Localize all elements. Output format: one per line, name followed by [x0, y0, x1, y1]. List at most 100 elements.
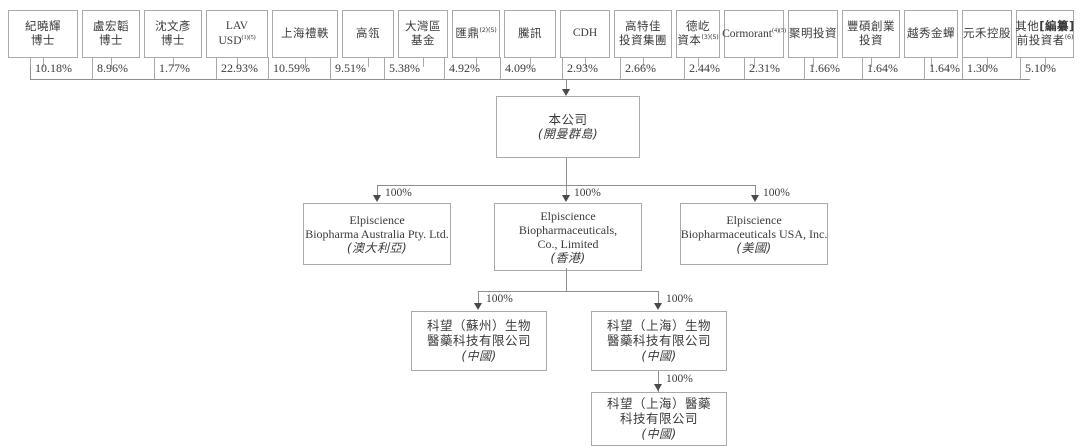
entity-name-line: 醫藥科技有限公司	[606, 332, 711, 348]
shareholder-footnote-marker: (2)(5)	[479, 26, 497, 35]
shareholder-stub-line	[754, 58, 755, 67]
tier2-3-drop-line	[755, 185, 756, 196]
tier4-1-drop-line	[658, 371, 659, 385]
shareholder-box[interactable]: Cormorant(4)(5)	[722, 10, 786, 58]
tier4-1-arrow	[654, 384, 662, 391]
shareholder-box[interactable]: 聚明投資	[788, 10, 838, 58]
shareholder-name-line: 匯鼎(2)(5)	[455, 26, 497, 41]
shareholder-name-line: 大灣區	[405, 19, 441, 34]
shareholder-box[interactable]: 騰訊	[504, 10, 556, 58]
shareholder-name-line: LAV	[225, 20, 249, 33]
shareholder-percentage: 2.66%	[620, 57, 682, 79]
entity-name-line: 醫藥科技有限公司	[426, 332, 531, 348]
shareholder-stub-line	[173, 58, 174, 67]
shareholder-percentage: 10.59%	[268, 57, 326, 79]
shareholder-name-line: 豐碩創業	[847, 19, 895, 34]
shareholder-name-line: USD(1)(5)	[218, 33, 256, 47]
shareholder-percentage: 1.77%	[154, 57, 216, 79]
tier2-1-drop-line	[377, 185, 378, 196]
shareholder-box[interactable]: 元禾控股	[962, 10, 1012, 58]
tier2-3-arrow	[751, 195, 759, 202]
entity-location: (中國)	[641, 426, 677, 441]
shareholder-name-line: 投資集團	[619, 33, 667, 47]
shareholder-name-line: 元禾控股	[963, 26, 1011, 41]
shareholder-box[interactable]: 盧宏韜博士	[82, 10, 140, 58]
shareholder-percentage: 1.64%	[924, 57, 984, 79]
company-arrow	[562, 89, 570, 96]
shareholder-name-line: 盧宏韜	[93, 19, 129, 34]
shareholder-stub-line	[305, 58, 306, 67]
shareholder-footnote-marker: (6)	[1064, 33, 1074, 42]
entity-name-line: 科望（上海）醫藥	[606, 396, 711, 412]
shareholder-name-line: 上海禮軼	[281, 26, 329, 41]
shareholder-stub-line	[987, 58, 988, 67]
entity-box-tier3-1[interactable]: 科望（蘇州）生物醫藥科技有限公司(中國)	[411, 311, 547, 371]
shareholder-percentage: 4.92%	[444, 57, 502, 79]
shareholder-box[interactable]: 紀曉輝博士	[8, 10, 78, 58]
shareholder-name-line: Cormorant(4)(5)	[722, 26, 786, 40]
entity-box-tier3-2[interactable]: 科望（上海）生物醫藥科技有限公司(中國)	[591, 311, 727, 371]
tier2-drop-trunk	[566, 158, 567, 185]
tier2-2-ownership-percentage: 100%	[574, 187, 601, 199]
company-connector	[566, 79, 567, 91]
entity-box-tier4-1[interactable]: 科望（上海）醫藥科技有限公司(中國)	[591, 392, 727, 446]
shareholder-footnote-marker: (1)(5)	[241, 33, 256, 41]
shareholder-name-line: 基金	[411, 33, 435, 47]
shareholder-stub-line	[237, 58, 238, 67]
entity-location: (中國)	[461, 348, 497, 363]
shareholder-name-line: 其他[編纂]	[1015, 19, 1075, 34]
tier2-1-arrow	[373, 195, 381, 202]
entity-name-line: Elpiscience	[726, 212, 782, 227]
shareholder-stub-line	[530, 58, 531, 67]
shareholder-stub-line	[476, 58, 477, 67]
shareholder-stub-line	[423, 58, 424, 67]
entity-location: (澳大利亞)	[346, 241, 408, 256]
shareholder-percentage: 2.31%	[744, 57, 806, 79]
shareholder-percentage: 2.44%	[684, 57, 742, 79]
shareholder-footnote-marker: (4)(5)	[771, 26, 786, 34]
shareholder-box[interactable]: 其他[編纂]前投資者(6)	[1015, 10, 1075, 58]
entity-name-line: Biopharma Australia Pty. Ltd.	[305, 226, 449, 241]
shareholder-box[interactable]: 高瓴	[342, 10, 394, 58]
shareholder-stub-line	[813, 58, 814, 67]
entity-name-line: Biopharmaceuticals USA, Inc.	[680, 226, 828, 241]
shareholder-percentage: 2.93%	[562, 57, 620, 79]
tier3-2-ownership-percentage: 100%	[666, 293, 693, 305]
entity-location: (中國)	[641, 348, 677, 363]
shareholder-percentage: 22.93%	[216, 57, 278, 79]
entity-name-line: Elpiscience	[349, 212, 405, 227]
shareholder-box[interactable]: 大灣區基金	[398, 10, 448, 58]
shareholder-box[interactable]: 匯鼎(2)(5)	[452, 10, 500, 58]
shareholder-stub-line	[585, 58, 586, 67]
shareholder-footnote-marker: (3)(5)	[701, 33, 719, 42]
shareholder-box[interactable]: 沈文彥博士	[144, 10, 202, 58]
entity-box-company[interactable]: 本公司 (開曼群島)	[496, 96, 640, 158]
entity-name-line: 科技有限公司	[619, 410, 698, 426]
tier2-2-drop-line	[566, 185, 567, 196]
shareholder-name-line: 高瓴	[356, 26, 380, 41]
shareholder-stub-line	[111, 58, 112, 67]
shareholder-percentage: 1.64%	[862, 57, 924, 79]
shareholder-box[interactable]: 上海禮軼	[272, 10, 338, 58]
shareholder-percentage: 5.10%	[1020, 57, 1080, 79]
entity-name-line: 科望（蘇州）生物	[426, 318, 531, 334]
tier2-2-arrow	[562, 195, 570, 202]
shareholder-name-line: 德屹	[686, 19, 710, 34]
shareholder-name-line: 越秀金蟬	[907, 26, 955, 41]
tier3-drop-trunk	[566, 268, 567, 291]
shareholder-box[interactable]: CDH	[560, 10, 610, 58]
shareholder-box[interactable]: 德屹資本(3)(5)	[676, 10, 720, 58]
shareholder-name-line: 資本(3)(5)	[677, 33, 719, 47]
tier3-bus-line	[478, 291, 659, 292]
shareholder-stub-line	[871, 58, 872, 67]
shareholder-box[interactable]: 越秀金蟬	[904, 10, 958, 58]
tier3-1-arrow	[474, 303, 482, 310]
tier3-1-ownership-percentage: 100%	[486, 293, 513, 305]
shareholder-box[interactable]: 豐碩創業投資	[842, 10, 900, 58]
shareholder-name-line: 博士	[31, 33, 55, 47]
shareholder-box[interactable]: 高特佳投資集團	[614, 10, 672, 58]
